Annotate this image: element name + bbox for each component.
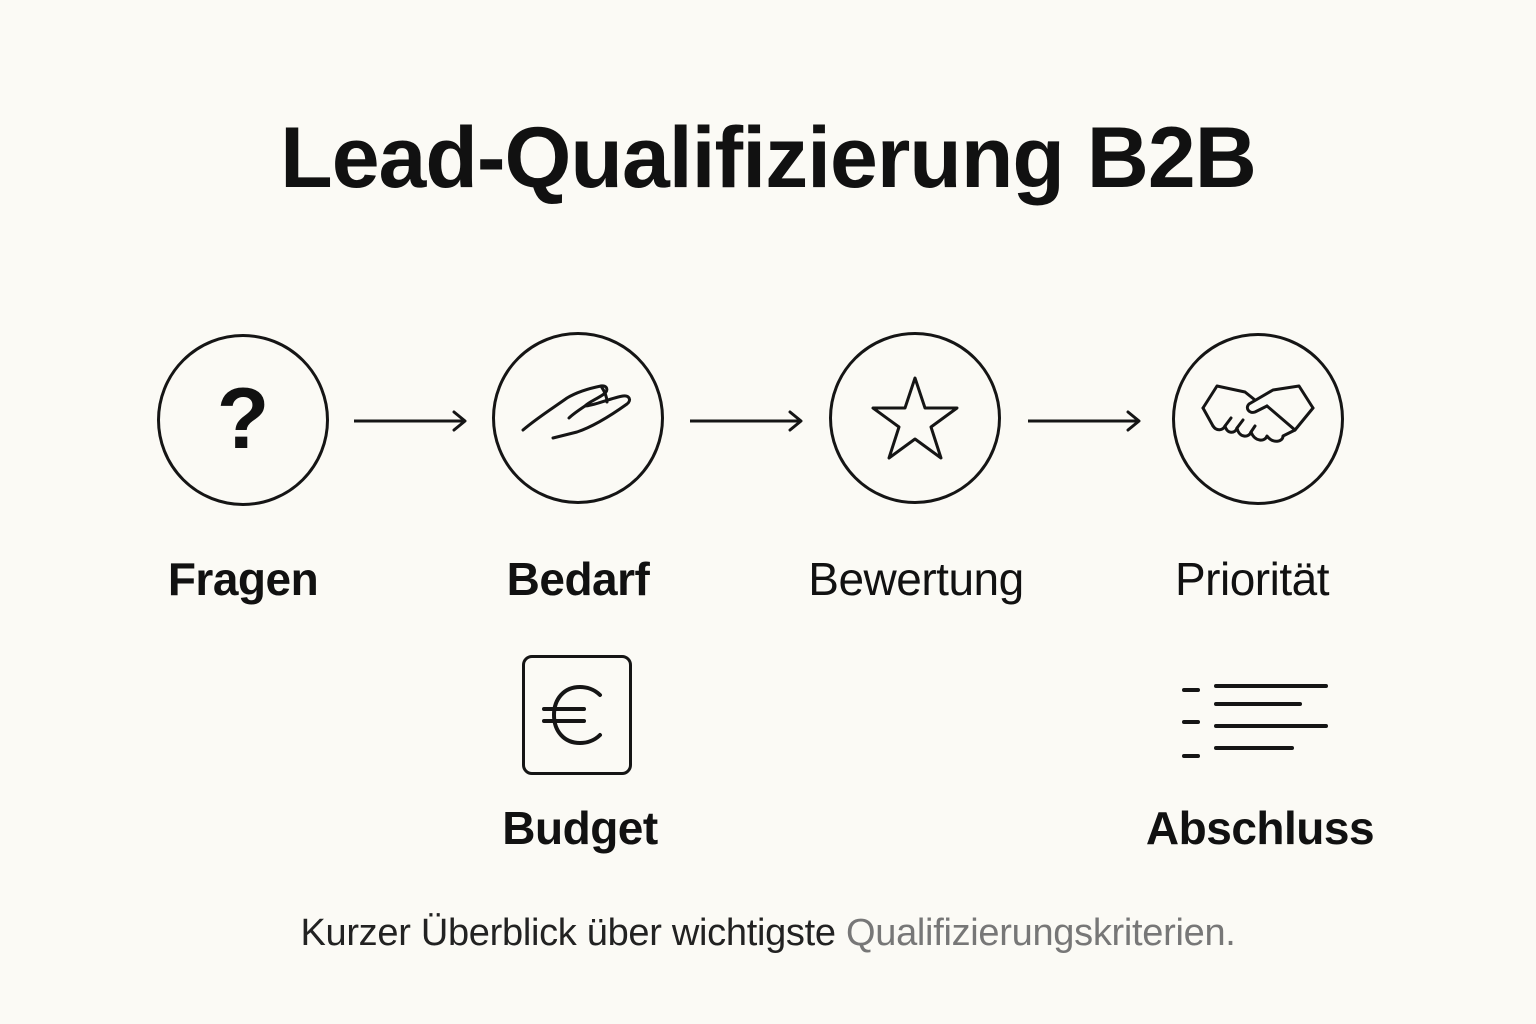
caption: Kurzer Überblick über wichtigste Qualifi…: [0, 908, 1536, 958]
step-label-bewertung: Bewertung: [808, 553, 1024, 605]
checklist-icon: [1182, 684, 1328, 758]
step-circle-prioritaet: [1172, 333, 1344, 505]
step-circle-fragen: ?: [157, 334, 329, 506]
label-budget: Budget: [502, 802, 658, 854]
euro-icon: [542, 684, 602, 746]
arrow-right-icon: [690, 410, 803, 432]
step-label-bedarf: Bedarf: [506, 553, 650, 605]
step-circle-bewertung: [829, 332, 1001, 504]
hand-icon: [521, 384, 632, 440]
step-circle-bedarf: [492, 332, 664, 504]
step-label-fragen: Fragen: [167, 553, 319, 605]
label-abschluss: Abschluss: [1145, 802, 1375, 854]
arrow-right-icon: [1028, 410, 1141, 432]
diagram-title: Lead-Qualifizierung B2B: [280, 110, 1257, 206]
handshake-icon: [1201, 384, 1315, 443]
step-label-prioritaet: Priorität: [1175, 553, 1329, 605]
question-icon: ?: [216, 371, 270, 467]
star-icon: [871, 376, 959, 460]
budget-box: [522, 655, 632, 775]
caption-muted: Qualifizierungskriterien.: [845, 912, 1236, 954]
arrow-right-icon: [354, 410, 467, 432]
caption-main: Kurzer Überblick über wichtigste: [300, 912, 846, 954]
